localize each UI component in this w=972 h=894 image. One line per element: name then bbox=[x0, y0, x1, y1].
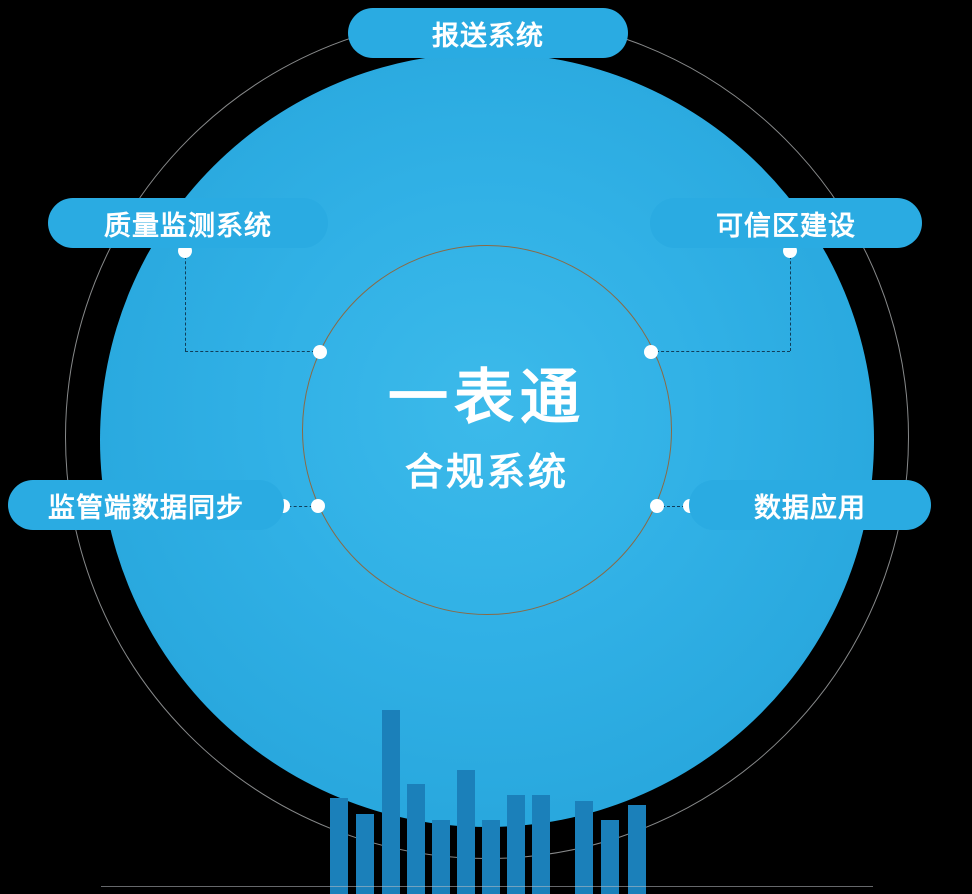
dot-upper-left-ring bbox=[313, 345, 327, 359]
connector-upper-right-vertical bbox=[790, 251, 791, 351]
connector-lower-left-horizontal bbox=[283, 506, 318, 507]
center-title: 一表通 bbox=[388, 363, 586, 431]
node-regulator-data-sync: 监管端数据同步 bbox=[8, 480, 284, 530]
bottom-baseline bbox=[101, 886, 873, 887]
connector-upper-left-vertical bbox=[185, 251, 186, 351]
center-label: 一表通 合规系统 bbox=[302, 245, 672, 615]
inner-ring bbox=[302, 245, 672, 615]
dot-lower-left-ring bbox=[311, 499, 325, 513]
node-quality-monitoring-system: 质量监测系统 bbox=[48, 198, 328, 248]
node-reporting-system: 报送系统 bbox=[348, 8, 628, 58]
node-trusted-zone-construction: 可信区建设 bbox=[650, 198, 922, 248]
dot-upper-right-ring bbox=[644, 345, 658, 359]
connector-lower-right-horizontal bbox=[657, 506, 690, 507]
connector-upper-left-horizontal bbox=[185, 351, 320, 352]
connector-upper-right-horizontal bbox=[651, 351, 790, 352]
dot-lower-right-ring bbox=[650, 499, 664, 513]
node-data-application: 数据应用 bbox=[689, 480, 931, 530]
center-subtitle: 合规系统 bbox=[404, 451, 569, 494]
